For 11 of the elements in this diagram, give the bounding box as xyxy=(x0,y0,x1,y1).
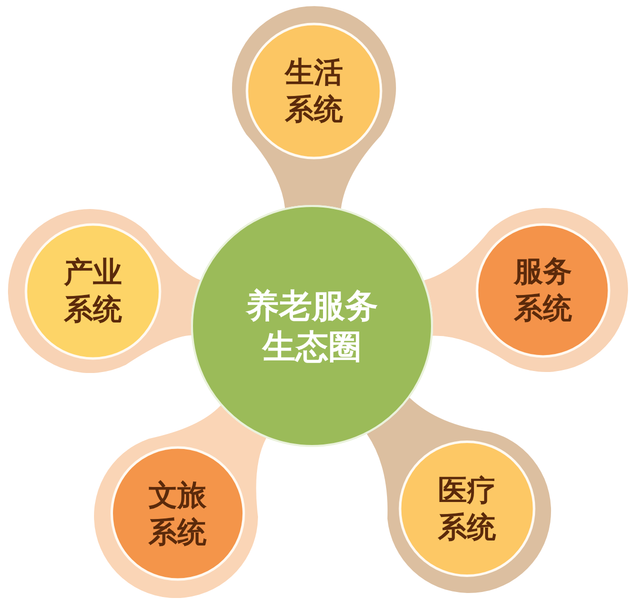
pin-shape xyxy=(94,405,267,598)
node-label: 生活系统 xyxy=(284,54,344,128)
pin-shape xyxy=(424,208,628,372)
pin-shape xyxy=(8,209,201,373)
node-label: 医疗系统 xyxy=(437,472,498,546)
hub-label: 养老服务生态圈 xyxy=(245,285,379,367)
node-label: 文旅系统 xyxy=(148,476,208,551)
node-label: 产业系统 xyxy=(62,254,123,328)
pin-shape xyxy=(232,6,396,209)
node-label: 服务系统 xyxy=(513,253,574,328)
pin-shape xyxy=(366,397,551,593)
